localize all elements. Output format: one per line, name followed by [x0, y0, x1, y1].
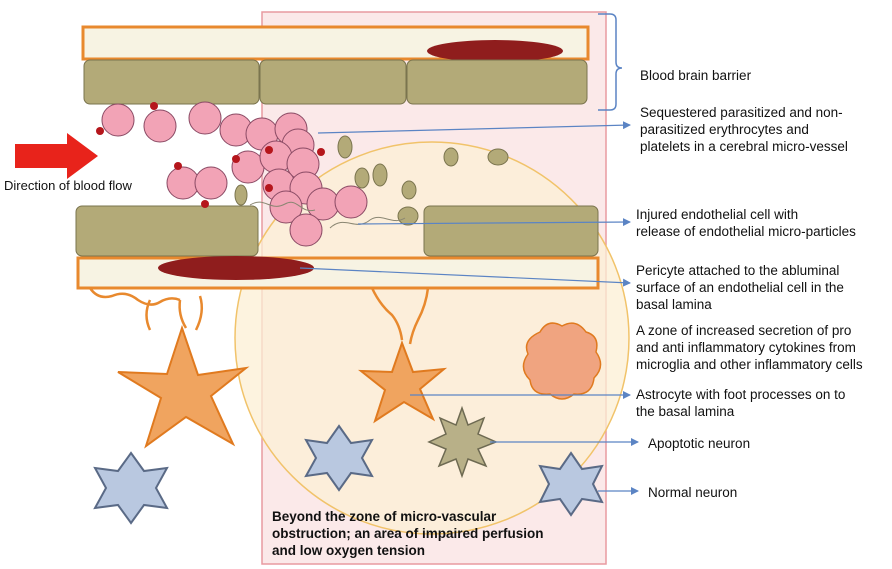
- label-sequestered: Sequestered parasitized and non- parasit…: [640, 104, 848, 155]
- blood-flow-arrow: [15, 133, 98, 179]
- platelet-dot: [174, 162, 182, 170]
- rbc: [189, 102, 221, 134]
- label-apoptotic: Apoptotic neuron: [648, 435, 750, 452]
- micro-particle: [355, 168, 369, 188]
- label-astrocyte: Astrocyte with foot processes on to the …: [636, 386, 845, 420]
- rbc: [290, 214, 322, 246]
- foot-process: [180, 300, 186, 328]
- foot-process: [147, 300, 151, 330]
- platelet-dot: [96, 127, 104, 135]
- platelet-dot: [150, 102, 158, 110]
- platelet-dot: [265, 184, 273, 192]
- rbc: [102, 104, 134, 136]
- top-endothelial-cell-3: [407, 60, 587, 104]
- bottom-endothelial-cell-1: [76, 206, 258, 256]
- label-cytokines: A zone of increased secretion of pro and…: [636, 322, 863, 373]
- bottom-basal-lamina: [78, 258, 598, 288]
- platelet-dot: [201, 200, 209, 208]
- micro-particle: [488, 149, 508, 165]
- rbc: [335, 186, 367, 218]
- label-normal: Normal neuron: [648, 484, 737, 501]
- micro-particle: [373, 164, 387, 186]
- foot-process: [90, 288, 180, 305]
- top-pericyte: [427, 40, 563, 62]
- top-endothelial-cell-2: [260, 60, 406, 104]
- micro-particle: [402, 181, 416, 199]
- normal-neuron-3: [95, 453, 167, 523]
- label-bbb: Blood brain barrier: [640, 67, 751, 84]
- microglia-cloud: [523, 323, 600, 399]
- platelet-dot: [317, 148, 325, 156]
- micro-particle: [444, 148, 458, 166]
- micro-particle: [338, 136, 352, 158]
- label-flow: Direction of blood flow: [4, 177, 132, 194]
- platelet-dot: [265, 146, 273, 154]
- astrocyte-large: [118, 328, 246, 446]
- rbc: [195, 167, 227, 199]
- micro-particle: [235, 185, 247, 205]
- foot-process: [196, 296, 202, 330]
- micro-particle: [398, 207, 418, 225]
- rbc: [144, 110, 176, 142]
- bottom-pericyte: [158, 256, 314, 280]
- platelet-dot: [232, 155, 240, 163]
- label-injured: Injured endothelial cell with release of…: [636, 206, 856, 240]
- rbc: [167, 167, 199, 199]
- label-pericyte: Pericyte attached to the abluminal surfa…: [636, 262, 844, 313]
- bottom-endothelial-cell-2: [424, 206, 598, 256]
- label-beyond: Beyond the zone of micro-vascular obstru…: [272, 508, 602, 559]
- top-endothelial-cell-1: [84, 60, 259, 104]
